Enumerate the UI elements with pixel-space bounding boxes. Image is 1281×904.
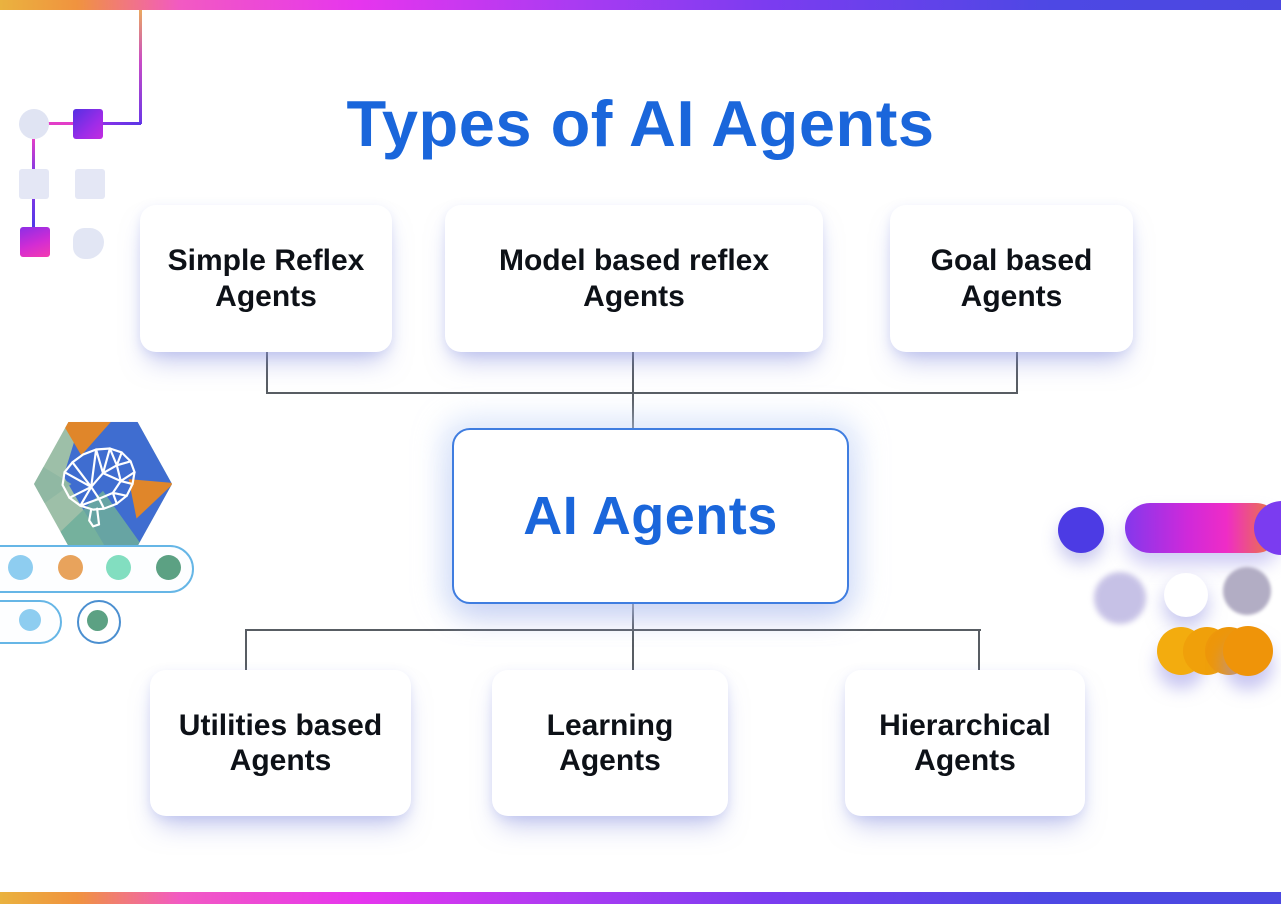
gray-circle <box>1223 567 1271 615</box>
node-label-line: Goal based <box>930 244 1093 278</box>
top-gradient-bar <box>0 0 1281 10</box>
node-goal-based-agents: Goal based Agents <box>890 205 1133 352</box>
node-label: Hierarchical Agents <box>879 708 1051 779</box>
connector-top-middle <box>632 352 634 428</box>
node-label-line: Agents <box>960 279 1063 313</box>
flowchart-line <box>32 139 35 169</box>
flowchart-light-square <box>75 169 105 199</box>
node-label-line: Agents <box>559 744 661 777</box>
connector-top-right <box>1016 352 1018 393</box>
node-label-line: Agents <box>914 744 1016 777</box>
node-label-line: Hierarchical <box>879 708 1051 742</box>
flowchart-circle-node <box>19 109 49 139</box>
connector-bottom-right <box>978 629 980 671</box>
node-model-based-reflex-agents: Model based reflex Agents <box>445 205 823 352</box>
flowchart-magenta-square <box>20 227 50 257</box>
node-label-line: Simple Reflex <box>167 244 365 278</box>
flowchart-light-square <box>19 169 49 199</box>
node-learning-agents: Learning Agents <box>492 670 728 816</box>
node-label-line: Learning <box>546 708 674 742</box>
node-label-line: Model based reflex <box>498 244 770 278</box>
node-utilities-based-agents: Utilities based Agents <box>150 670 411 816</box>
node-label: Model based reflex Agents <box>499 243 769 314</box>
node-label-line: Agents <box>583 279 685 313</box>
orange-circle <box>1223 626 1273 676</box>
indigo-circle <box>1058 507 1104 553</box>
flowchart-line <box>48 122 74 125</box>
page-title: Types of AI Agents <box>346 86 935 160</box>
white-circle <box>1164 573 1208 617</box>
node-label-line: Agents <box>229 744 332 777</box>
flowchart-line <box>102 122 141 125</box>
brain-hexagon-icon <box>34 421 172 547</box>
node-label-line: Utilities based <box>178 708 383 742</box>
mint-dot <box>106 555 131 580</box>
connector-top-horizontal <box>266 392 1018 394</box>
connector-bottom-middle <box>632 600 634 670</box>
flowchart-line <box>32 199 35 227</box>
node-label: Simple Reflex Agents <box>168 243 365 314</box>
node-label: Goal based Agents <box>931 243 1093 314</box>
blue-dot <box>8 555 33 580</box>
bottom-gradient-bar <box>0 892 1281 904</box>
green-dot <box>156 555 181 580</box>
flowchart-blob <box>73 228 104 259</box>
blue-dot <box>19 609 41 631</box>
flowchart-purple-square <box>73 109 103 139</box>
green-dot <box>87 610 108 631</box>
node-label: Utilities based Agents <box>179 708 382 779</box>
node-label: Learning Agents <box>547 708 674 779</box>
connector-bottom-left <box>245 629 247 671</box>
node-label-line: Agents <box>215 279 317 313</box>
root-label: AI Agents <box>523 486 778 546</box>
flowchart-line <box>139 10 142 124</box>
connector-bottom-horizontal <box>245 629 981 631</box>
node-ai-agents-root: AI Agents <box>452 428 849 604</box>
lavender-circle <box>1094 572 1146 624</box>
orange-dot <box>58 555 83 580</box>
node-hierarchical-agents: Hierarchical Agents <box>845 670 1085 816</box>
node-simple-reflex-agents: Simple Reflex Agents <box>140 205 392 352</box>
connector-top-left <box>266 352 268 393</box>
